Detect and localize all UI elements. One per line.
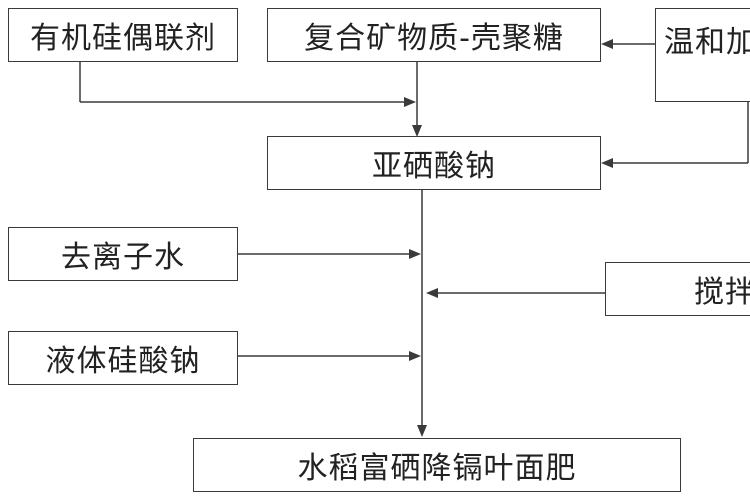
node-composite-mineral-chitosan: 复合矿物质-壳聚糖 — [267, 8, 601, 62]
node-stirring: 搅拌 — [605, 262, 750, 316]
node-liquid-sodium-silicate-label: 液体硅酸钠 — [45, 344, 201, 379]
node-product-foliar-fertilizer: 水稻富硒降镉叶面肥 — [193, 438, 681, 492]
node-sodium-selenite: 亚硒酸钠 — [267, 136, 601, 190]
arrowhead-main-trunk — [417, 425, 427, 437]
arrowhead-composite — [412, 125, 422, 137]
node-deionized-water: 去离子水 — [8, 227, 238, 281]
node-organosilicon-coupling-agent: 有机硅偶联剂 — [8, 8, 238, 62]
node-stirring-label: 搅拌 — [694, 275, 750, 310]
arrowhead-water — [409, 249, 421, 259]
arrowhead-heat-to-composite — [601, 39, 613, 49]
arrowhead-silicate — [409, 351, 421, 361]
node-gentle-heating: 温和加 — [655, 8, 750, 102]
node-sodium-selenite-label: 亚硒酸钠 — [372, 149, 496, 184]
node-product-label: 水稻富硒降镉叶面肥 — [297, 451, 577, 486]
node-gentle-heating-label: 温和加 — [664, 25, 750, 60]
node-deionized-water-label: 去离子水 — [61, 240, 185, 275]
arrowhead-stir — [426, 288, 438, 298]
node-liquid-sodium-silicate: 液体硅酸钠 — [8, 331, 238, 385]
arrowhead-heat-to-selenite — [601, 158, 613, 168]
node-composite-label: 复合矿物质-壳聚糖 — [304, 21, 564, 56]
arrowhead-organosilicon — [404, 97, 416, 107]
node-organosilicon-label: 有机硅偶联剂 — [30, 21, 216, 56]
